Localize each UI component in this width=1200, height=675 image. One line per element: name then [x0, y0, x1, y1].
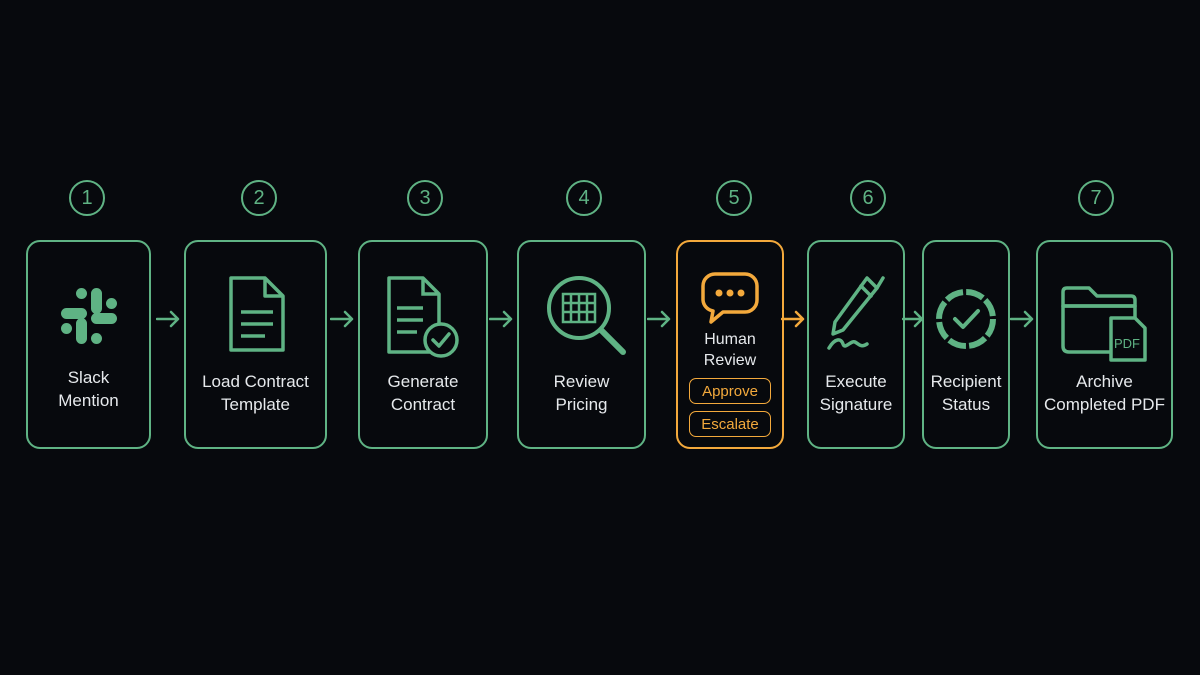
step-number-6: 6 [850, 180, 886, 216]
step-number-1: 1 [69, 180, 105, 216]
arrow-right-icon [1010, 310, 1034, 328]
chat-bubble-icon [701, 272, 759, 324]
step-number-2: 2 [241, 180, 277, 216]
arrow-right-icon [489, 310, 513, 328]
pdf-badge: PDF [1114, 336, 1140, 351]
arrow-right-icon [902, 310, 924, 328]
step-number-7: 7 [1078, 180, 1114, 216]
status-check-icon [936, 289, 996, 349]
slack-icon [60, 288, 117, 344]
document-icon [228, 276, 285, 352]
folder-pdf-icon: PDF [1060, 286, 1147, 362]
document-check-icon [387, 276, 459, 358]
step-number-3: 3 [407, 180, 443, 216]
pen-icon [827, 276, 885, 350]
magnifier-table-icon [546, 276, 626, 355]
arrow-right-icon [781, 310, 805, 328]
arrow-right-icon [156, 310, 180, 328]
approve-button[interactable]: Approve [689, 378, 771, 404]
arrow-right-icon [330, 310, 354, 328]
step-number-5: 5 [716, 180, 752, 216]
step-number-4: 4 [566, 180, 602, 216]
arrow-right-icon [647, 310, 671, 328]
escalate-button[interactable]: Escalate [689, 411, 771, 437]
